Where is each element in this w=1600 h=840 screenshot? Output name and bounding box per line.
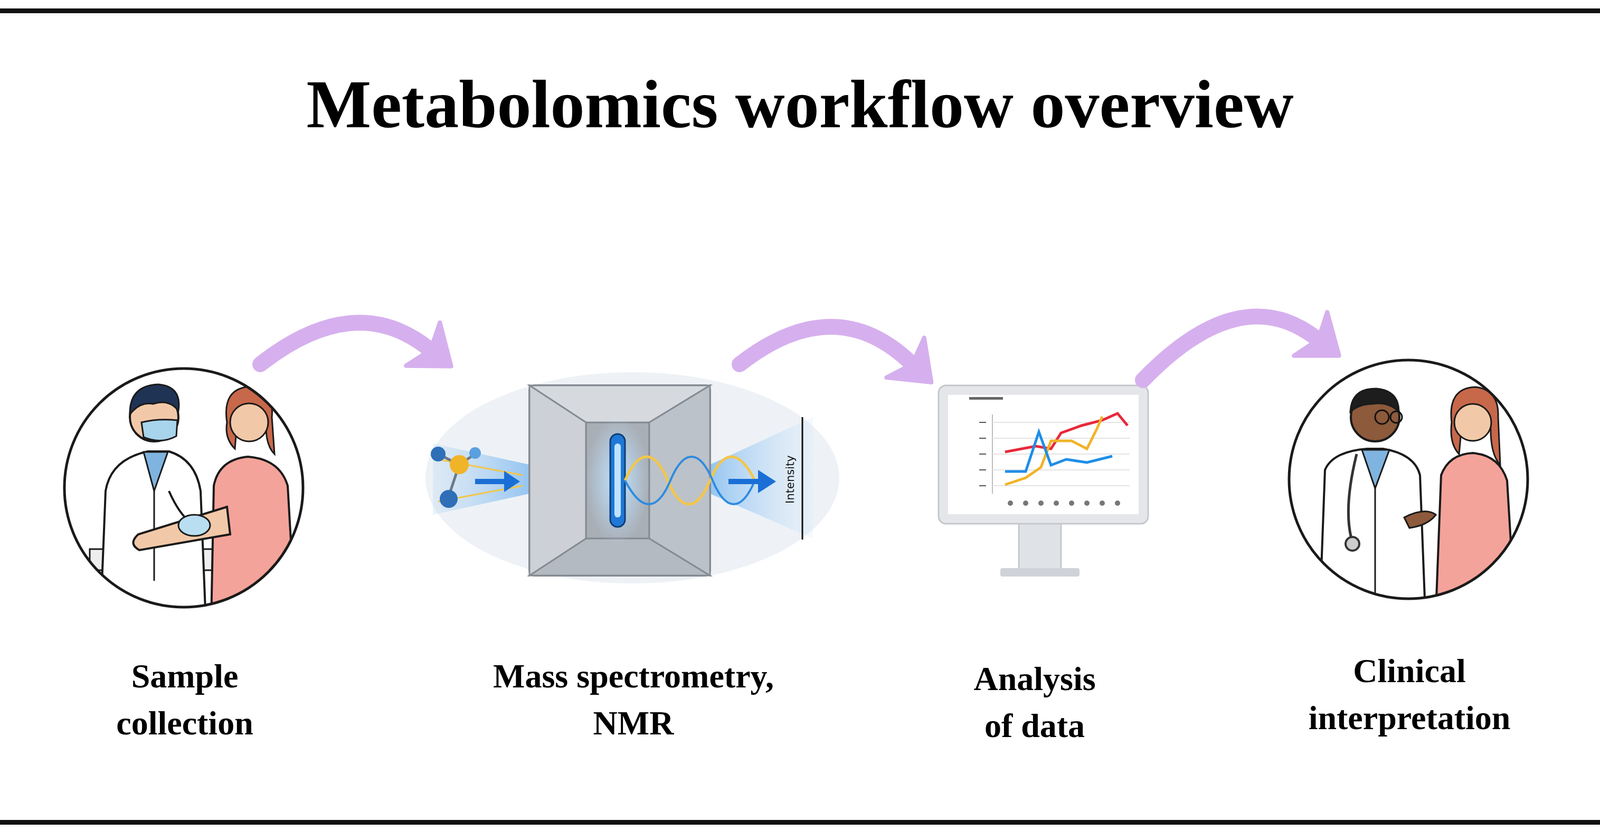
stage-node: Analysis of data <box>918 380 1151 750</box>
sample-collection-scene <box>64 368 304 623</box>
flow-arrow <box>260 322 452 367</box>
flow-arrow-line <box>739 326 911 365</box>
axis-label: Intensity <box>783 455 797 504</box>
diagram-title: Metabolomics workflow overview <box>0 64 1600 144</box>
flow-arrow <box>739 326 932 383</box>
top-rule <box>0 8 1600 14</box>
stage-node: Sample collection <box>58 364 312 747</box>
monitor-scene <box>938 385 1149 577</box>
stage-node: Clinical interpretation <box>1277 353 1542 742</box>
flow-arrow <box>1142 311 1340 381</box>
stage-label: Sample collection <box>105 652 264 747</box>
stage-node: Mass spectrometry, NMR <box>422 364 845 747</box>
stage-label: Clinical interpretation <box>1298 647 1521 742</box>
consultation-scene <box>1289 360 1528 613</box>
flow-arrow-line <box>260 322 429 365</box>
stage-label: Analysis of data <box>963 655 1106 750</box>
spectrometer-scene <box>425 372 840 584</box>
stage-label: Mass spectrometry, NMR <box>475 652 792 747</box>
bottom-rule <box>0 819 1600 825</box>
flow-arrow-line <box>1142 316 1316 381</box>
